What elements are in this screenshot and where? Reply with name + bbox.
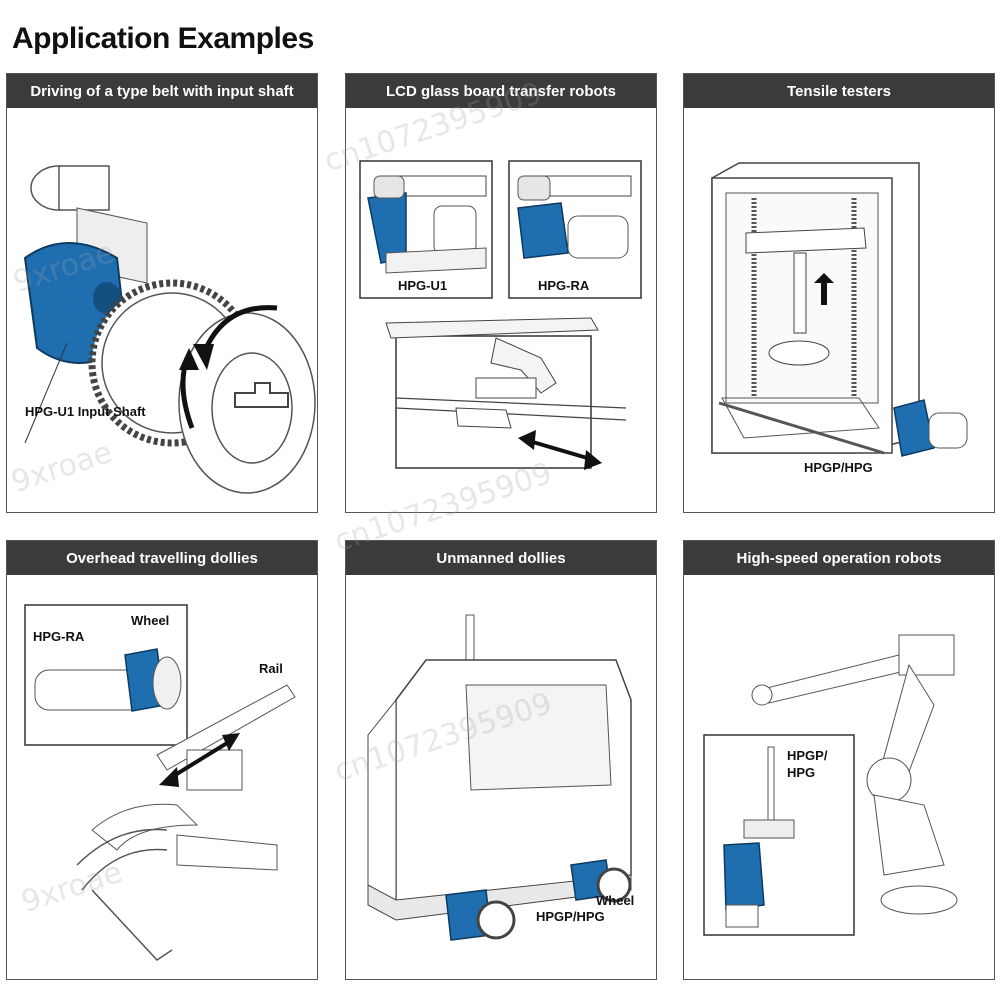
panel-overhead-dollies: Overhead travelling dollies HPG-RA Wheel… <box>6 540 318 980</box>
tensile-tester-diagram <box>711 162 968 457</box>
label-rail: Rail <box>259 661 283 676</box>
panel-unmanned-dollies: Unmanned dollies Wheel HPGP/HPG <box>345 540 657 980</box>
panel-type-belt: Driving of a type belt with input shaft … <box>6 73 318 513</box>
label-hpgp: HPGP/ <box>787 748 828 763</box>
label-hpg-u1: HPG-U1 <box>398 278 448 293</box>
high-speed-robot-diagram <box>703 634 958 936</box>
label-hpg-ra: HPG-RA <box>538 278 590 293</box>
panel-title: High-speed operation robots <box>684 541 994 575</box>
label-wheel: Wheel <box>596 893 635 908</box>
panel-tensile-testers: Tensile testers HPGP/HPG <box>683 73 995 513</box>
lcd-robot-diagram <box>359 160 642 470</box>
page-title: Application Examples <box>12 22 314 55</box>
panel-title: Tensile testers <box>684 74 994 108</box>
panel-high-speed-robots: High-speed operation robots HPGP/ HPG <box>683 540 995 980</box>
label-hpgp-hpg: HPGP/HPG <box>536 909 605 924</box>
panel-title: Unmanned dollies <box>346 541 656 575</box>
panel-title: Driving of a type belt with input shaft <box>7 74 317 108</box>
label-hpg: HPG <box>787 765 816 780</box>
unmanned-dolly-diagram <box>367 614 632 941</box>
panel-title: Overhead travelling dollies <box>7 541 317 575</box>
type-belt-diagram <box>23 165 316 494</box>
label-hpgp-hpg: HPGP/HPG <box>804 460 873 475</box>
label-wheel: Wheel <box>131 613 170 628</box>
panel-title: LCD glass board transfer robots <box>346 74 656 108</box>
label-hpg-u1-input-shaft: HPG-U1 Input Shaft <box>25 404 146 419</box>
label-hpg-ra: HPG-RA <box>33 629 85 644</box>
overhead-dolly-diagram <box>24 604 296 961</box>
panel-lcd-transfer: LCD glass board transfer robots HPG-U1 H… <box>345 73 657 513</box>
